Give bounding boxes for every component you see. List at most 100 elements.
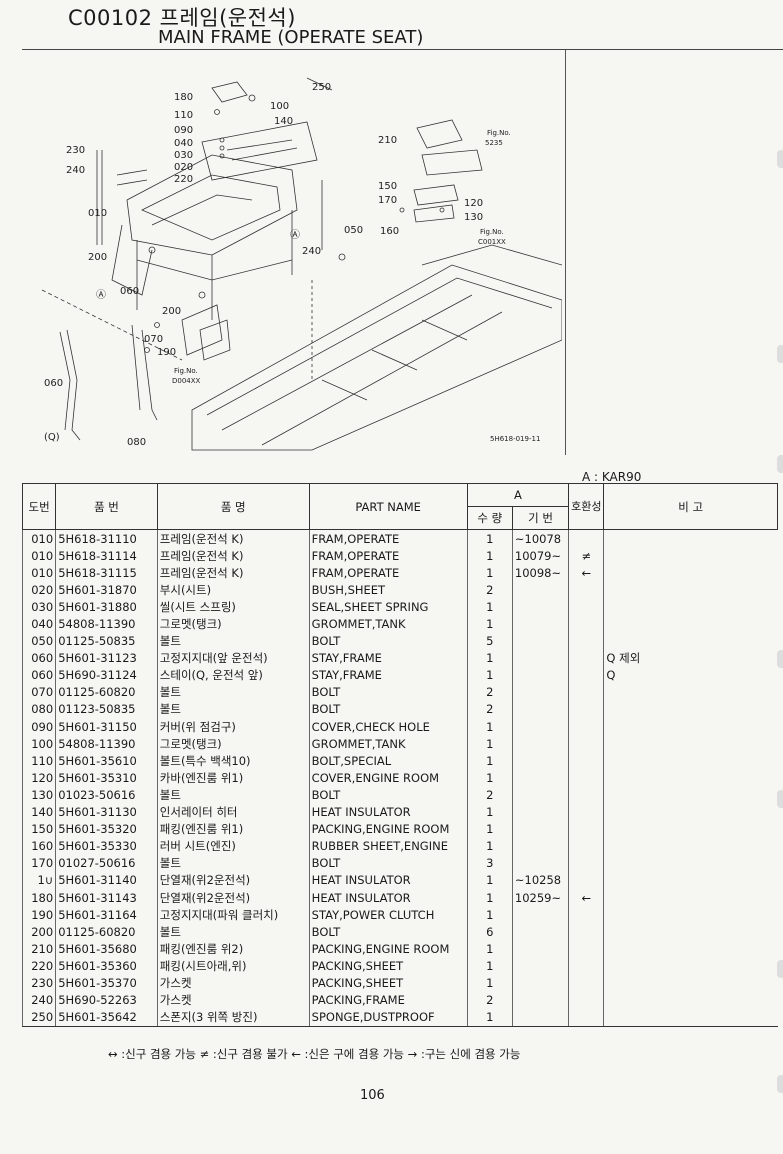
cell-name-kr: 볼트 — [156, 700, 310, 719]
cell-qty: 1 — [466, 906, 513, 924]
cell-name-kr: 볼트 — [156, 854, 310, 872]
cell-part-no: 5H601-35370 — [55, 974, 158, 992]
cell-compat — [568, 529, 604, 548]
cell-name-kr: 커버(위 점검구) — [156, 718, 310, 736]
cell-compat — [568, 974, 604, 992]
cell-no: 140 — [21, 803, 56, 821]
header-qty: 수 량 — [466, 506, 513, 530]
cell-compat: ← — [568, 564, 604, 582]
cell-part-no: 5H601-31143 — [55, 888, 158, 907]
cell-serial — [511, 803, 569, 821]
cell-serial — [511, 820, 569, 838]
cell-name-kr: 패킹(엔진룸 위2) — [156, 940, 310, 958]
cell-part-no: 01123-50835 — [55, 700, 158, 719]
cell-remarks — [603, 991, 778, 1009]
cell-name-en: HEAT INSULATOR — [308, 803, 468, 821]
cell-qty: 2 — [466, 991, 513, 1009]
cell-serial — [511, 581, 569, 599]
cell-name-en: STAY,FRAME — [308, 649, 468, 667]
cell-compat — [568, 940, 604, 958]
cell-compat — [568, 769, 604, 787]
cell-remarks — [603, 752, 778, 770]
svg-text:130: 130 — [464, 212, 483, 223]
header-part-no: 품 번 — [55, 483, 158, 530]
cell-serial: 10098~ — [511, 564, 569, 582]
cell-no: 160 — [21, 837, 56, 855]
svg-text:080: 080 — [127, 437, 146, 448]
cell-compat — [568, 923, 604, 941]
cell-qty: 1 — [466, 803, 513, 821]
cell-name-en: BOLT — [308, 632, 468, 650]
applicability-label: A : KAR90 — [582, 470, 642, 484]
cell-no: 210 — [21, 940, 56, 958]
cell-part-no: 5H601-35320 — [55, 820, 158, 838]
svg-text:090: 090 — [174, 125, 193, 136]
cell-name-kr: 스폰지(3 위쪽 방진) — [156, 1008, 310, 1027]
cell-no: 120 — [21, 769, 56, 787]
svg-text:5235: 5235 — [485, 139, 503, 147]
cell-remarks — [603, 957, 778, 975]
cell-part-no: 54808-11390 — [55, 615, 158, 633]
cell-name-en: GROMMET,TANK — [308, 735, 468, 753]
cell-compat — [568, 991, 604, 1009]
svg-text:230: 230 — [66, 145, 85, 156]
cell-remarks — [603, 854, 778, 872]
cell-qty: 3 — [466, 854, 513, 872]
cell-no: 190 — [21, 906, 56, 924]
cell-part-no: 01125-60820 — [55, 923, 158, 941]
svg-text:Fig.No.: Fig.No. — [480, 228, 504, 236]
svg-text:170: 170 — [378, 195, 397, 206]
cell-compat — [568, 1008, 604, 1027]
cell-qty: 1 — [466, 718, 513, 736]
cell-part-no: 5H601-35642 — [55, 1008, 158, 1027]
cell-qty: 1 — [466, 871, 513, 889]
svg-text:120: 120 — [464, 198, 483, 209]
cell-name-kr: 단열재(위2운전석) — [156, 888, 310, 907]
cell-compat — [568, 906, 604, 924]
svg-text:C001XX: C001XX — [478, 238, 506, 246]
cell-compat — [568, 615, 604, 633]
cell-name-kr: 프레임(운전석 K) — [156, 529, 310, 548]
cell-name-en: BOLT — [308, 786, 468, 804]
svg-text:200: 200 — [88, 252, 107, 263]
cell-remarks — [603, 547, 778, 565]
cell-serial — [511, 632, 569, 650]
cell-remarks — [603, 786, 778, 804]
cell-name-kr: 고정지지대(파워 클러치) — [156, 906, 310, 924]
cell-serial — [511, 718, 569, 736]
cell-name-kr: 볼트(특수 백색10) — [156, 752, 310, 770]
cell-no: 250 — [21, 1008, 56, 1027]
cell-serial — [511, 649, 569, 667]
cell-name-kr: 그로멧(탱크) — [156, 735, 310, 753]
cell-serial — [511, 735, 569, 753]
compatibility-legend: ↔ :신구 겸용 가능 ≠ :신구 겸용 불가 ← :신은 구에 겸용 가능 →… — [108, 1047, 521, 1061]
cell-name-kr: 카바(엔진룸 위1) — [156, 769, 310, 787]
cell-name-en: RUBBER SHEET,ENGINE — [308, 837, 468, 855]
cell-part-no: 5H601-31164 — [55, 906, 158, 924]
svg-text:250: 250 — [312, 82, 331, 93]
cell-qty: 1 — [466, 666, 513, 684]
cell-qty: 1 — [466, 615, 513, 633]
svg-text:210: 210 — [378, 135, 397, 146]
cell-no: 010 — [21, 564, 56, 582]
header-compat: 호환성 — [568, 483, 605, 530]
svg-text:D004XX: D004XX — [172, 377, 201, 385]
cell-part-no: 01023-50616 — [55, 786, 158, 804]
cell-serial — [511, 837, 569, 855]
cell-serial: 10259~ — [511, 888, 569, 907]
cell-no: 040 — [21, 615, 56, 633]
cell-name-en: BOLT — [308, 683, 468, 701]
cell-compat — [568, 581, 604, 599]
